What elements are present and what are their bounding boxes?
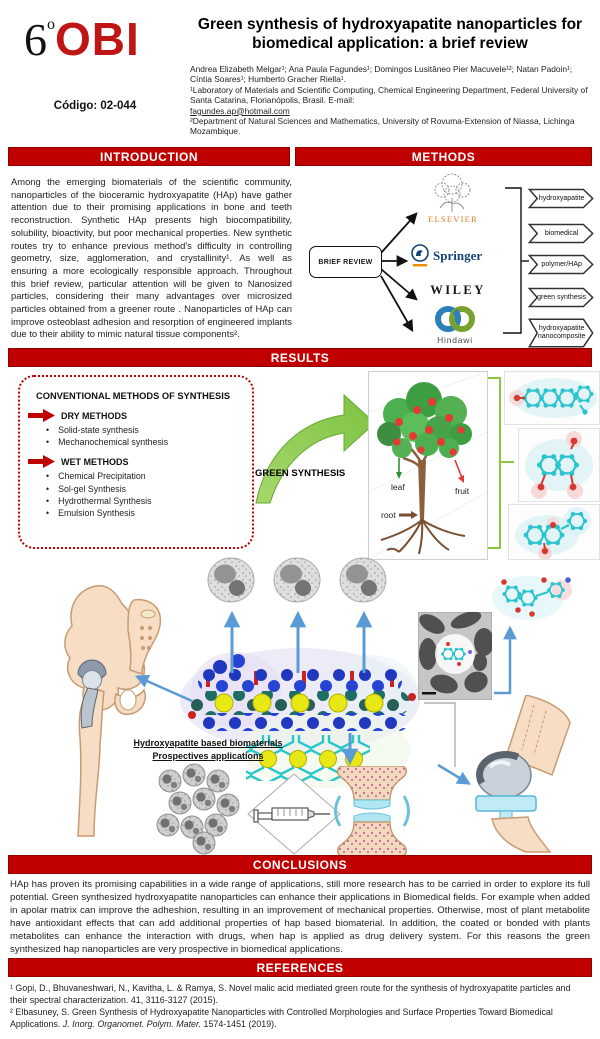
syringe-illustration — [247, 773, 341, 855]
title-line-1: Green synthesis of hydroxyapatite nanopa… — [197, 16, 583, 33]
introduction-header: INTRODUCTION — [8, 147, 290, 166]
authors-block: Andrea Elizabeth Melgar¹; Ana Paula Fagu… — [190, 64, 594, 137]
red-arrow-icon — [28, 409, 55, 422]
methods-header: METHODS — [295, 147, 592, 166]
released-molecule — [492, 576, 572, 620]
journal-name: J. Inorg. Organomet. Polym. Mater. — [62, 1019, 202, 1029]
molecule-thumb-2 — [518, 428, 600, 502]
list-item: Mechanochemical synthesis — [46, 436, 252, 448]
green-arrow — [255, 393, 376, 504]
poster-code: Código: 02-044 — [53, 100, 137, 112]
conventional-methods-box: CONVENTIONAL METHODS OF SYNTHESIS DRY ME… — [18, 375, 254, 549]
dry-methods-label: DRY METHODS — [61, 410, 128, 421]
tree-illustration: leaf fruit root — [368, 371, 488, 560]
springer-mark-icon — [411, 244, 429, 267]
references-list: ¹ Gopi, D., Bhuvaneshwari, N., Kavitha, … — [10, 982, 588, 1030]
hip-implant-illustration — [64, 584, 162, 837]
publisher-elsevier: ELSEVIER — [428, 214, 478, 224]
reference-1: ¹ Gopi, D., Bhuvaneshwari, N., Kavitha, … — [10, 983, 571, 1005]
wet-methods-list: Chemical Precipitation Sol-gel Synthesis… — [20, 470, 252, 519]
keyword-green-synthesis: green synthesis — [528, 287, 594, 308]
caption-line-2: Prospectives applications — [152, 751, 264, 761]
list-item: Solid-state synthesis — [46, 424, 252, 436]
keyword-hydroxyapatite: hydroxyapatite — [528, 188, 594, 209]
keyword-hydroxyapatite-nanocomposite: hydroxyapatite nanocomposite — [528, 317, 594, 349]
keyword-biomedical: biomedical — [528, 223, 594, 244]
affiliation-2: ²Department of Natural Sciences and Math… — [190, 116, 575, 137]
knee-implant-illustration — [475, 695, 571, 853]
list-item: Sol-gel Synthesis — [46, 483, 252, 495]
green-synthesis-label: GREEN SYNTHESIS — [255, 468, 346, 479]
email-link[interactable]: fagundes.ap@hotmail.com — [190, 105, 290, 116]
authors-list: Andrea Elizabeth Melgar¹; Ana Paula Fagu… — [190, 64, 573, 85]
conventional-title: CONVENTIONAL METHODS OF SYNTHESIS — [36, 391, 231, 401]
references-header: REFERENCES — [8, 958, 592, 977]
logo-obi: OBI — [55, 13, 140, 65]
molecule-thumb-1 — [504, 371, 600, 425]
biomaterials-caption: Hydroxyapatite based biomaterials Prospe… — [108, 737, 308, 763]
bone-joint-illustration — [334, 766, 410, 856]
cell-image-1 — [207, 557, 255, 603]
dry-methods-list: Solid-state synthesis Mechanochemical sy… — [20, 424, 252, 448]
list-item: Chemical Precipitation — [46, 470, 252, 482]
results-header: RESULTS — [8, 348, 592, 367]
introduction-text: Among the emerging biomaterials of the s… — [11, 176, 292, 340]
conclusions-text: HAp has proven its promising capabilitie… — [10, 879, 590, 955]
tree-label-root: root — [381, 510, 396, 520]
conference-logo: 6oOBI — [24, 12, 140, 66]
green-bracket — [488, 377, 514, 549]
hindawi-rings-icon — [435, 306, 475, 332]
list-item: Emulsion Synthesis — [46, 507, 252, 519]
cell-image-2 — [273, 557, 321, 603]
caption-line-1: Hydroxyapatite based biomaterials — [133, 738, 283, 748]
nanoparticle-cluster — [156, 763, 240, 855]
methods-diagram: BRIEF REVIEW ELSEVIER Springer WILEY — [300, 168, 595, 346]
list-item: Hydrothermal Synthesis — [46, 495, 252, 507]
logo-number: 6 — [24, 14, 47, 65]
red-arrow-icon — [28, 455, 55, 469]
molecule-thumb-3 — [508, 504, 600, 560]
title-line-2: biomedical application: a brief review — [252, 34, 528, 52]
reference-2: ² Elbasuney, S. Green Synthesis of Hydro… — [10, 1007, 553, 1029]
conclusions-header: CONCLUSIONS — [8, 855, 592, 874]
logo-degree: o — [47, 16, 55, 33]
publisher-springer: Springer — [433, 248, 483, 263]
wet-methods-label: WET METHODS — [61, 456, 129, 467]
elsevier-tree-icon — [434, 173, 471, 212]
publisher-hindawi: Hindawi — [437, 335, 473, 345]
tem-micrograph — [418, 612, 492, 700]
poster-title: Green synthesis of hydroxyapatite nanopa… — [188, 16, 592, 53]
cell-image-3 — [339, 557, 387, 603]
tree-label-leaf: leaf — [391, 482, 405, 492]
tree-label-fruit: fruit — [455, 486, 470, 496]
brief-review-box: BRIEF REVIEW — [309, 246, 382, 278]
publisher-wiley: WILEY — [430, 283, 486, 297]
affiliation-1: ¹Laboratory of Materials and Scientific … — [190, 84, 588, 106]
keyword-polymer-hap: polymer/HAp — [528, 254, 594, 275]
methods-connectors — [380, 187, 529, 334]
